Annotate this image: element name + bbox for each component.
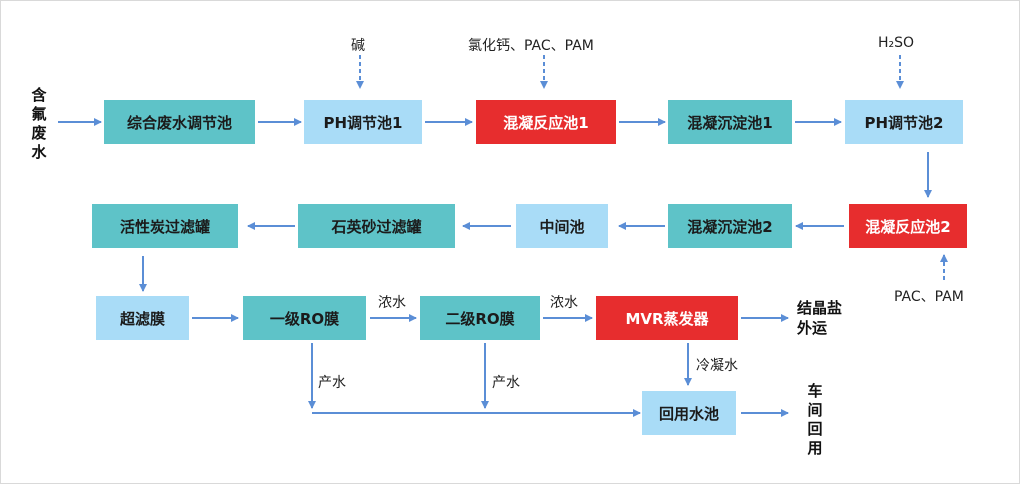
condensate-label: 冷凝水	[696, 358, 738, 374]
ro-membrane-stage-1: 一级RO膜	[243, 296, 366, 340]
crystal-salt-label: 结晶盐 外运	[797, 299, 843, 337]
ro-membrane-stage-2: 二级RO膜	[420, 296, 540, 340]
reuse-water-tank: 回用水池	[642, 391, 736, 435]
concentrate-label-2: 浓水	[550, 295, 578, 311]
raw-water-label: 含氟废水	[31, 86, 47, 161]
coagulation-tank-1: 混凝反应池1	[476, 100, 616, 144]
product-water-label-1: 产水	[318, 375, 346, 391]
ph-adjust-tank-1: PH调节池1	[304, 100, 422, 144]
ph-adjust-tank-2: PH调节池2	[845, 100, 963, 144]
workshop-reuse-label: 车间回用	[807, 382, 823, 457]
product-water-label-2: 产水	[492, 375, 520, 391]
intermediate-tank: 中间池	[516, 204, 608, 248]
sedimentation-tank-2: 混凝沉淀池2	[668, 204, 792, 248]
coagulation-tank-2: 混凝反应池2	[849, 204, 967, 248]
chemicals1-label: 氯化钙、PAC、PAM	[468, 38, 594, 54]
quartz-sand-filter: 石英砂过滤罐	[298, 204, 455, 248]
chemicals2-label: PAC、PAM	[894, 289, 964, 305]
concentrate-label-1: 浓水	[378, 295, 406, 311]
alkali-label: 碱	[351, 38, 365, 54]
equalization-tank: 综合废水调节池	[104, 100, 255, 144]
activated-carbon-filter: 活性炭过滤罐	[92, 204, 238, 248]
acid-label: H₂SO	[878, 35, 915, 51]
sedimentation-tank-1: 混凝沉淀池1	[668, 100, 792, 144]
ultrafiltration-membrane: 超滤膜	[96, 296, 189, 340]
mvr-evaporator: MVR蒸发器	[596, 296, 738, 340]
